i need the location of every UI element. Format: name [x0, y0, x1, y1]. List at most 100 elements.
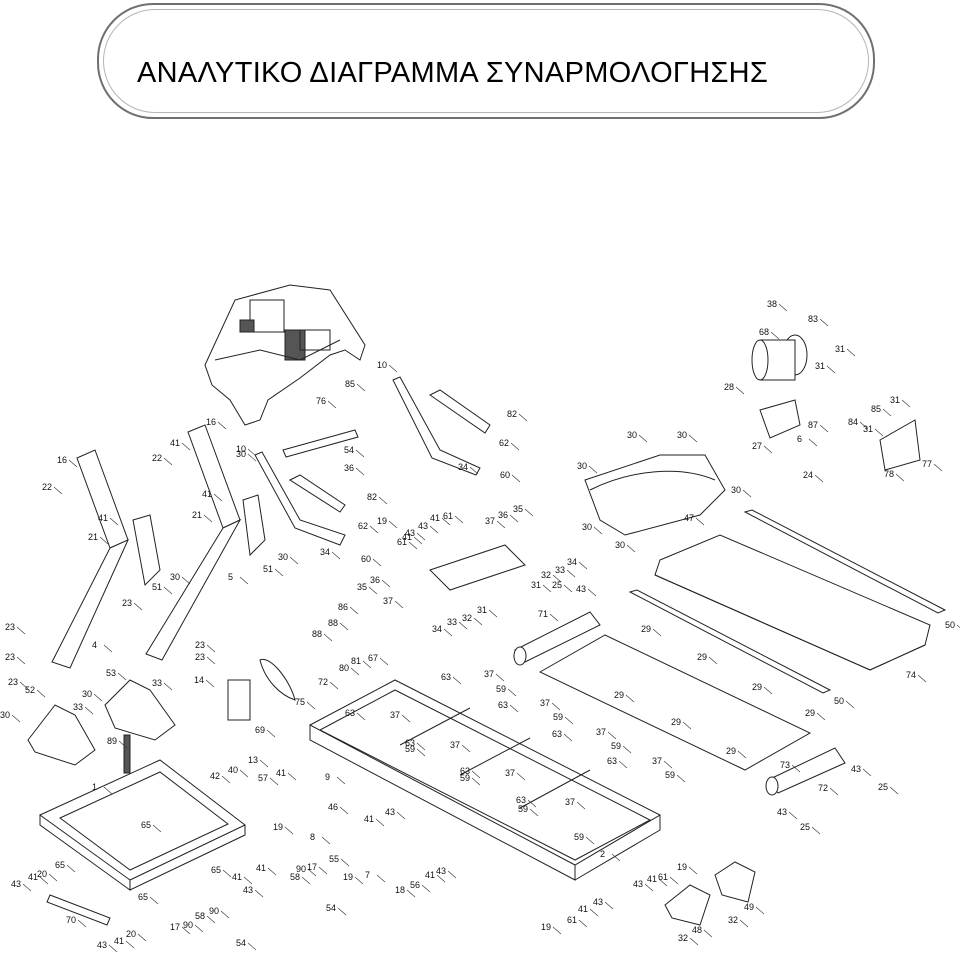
part-number-38: 38	[767, 299, 777, 309]
leader-line	[301, 876, 311, 885]
part-number-76: 76	[316, 396, 326, 406]
part-number-77: 77	[922, 459, 932, 469]
part-number-27: 27	[752, 441, 762, 451]
leader-line	[564, 716, 574, 725]
part-number-69: 69	[255, 725, 265, 735]
upright-tubes	[51, 376, 491, 669]
leader-line	[735, 386, 745, 395]
leader-line	[452, 676, 462, 685]
part-number-49: 49	[744, 902, 754, 912]
leader-line	[266, 729, 276, 738]
part-number-56: 56	[410, 880, 420, 890]
leader-line	[307, 868, 317, 877]
leader-line	[181, 576, 191, 585]
part-number-19: 19	[541, 922, 551, 932]
part-number-89: 89	[107, 736, 117, 746]
leader-line	[518, 413, 528, 422]
leader-line	[194, 924, 204, 933]
leader-line	[339, 622, 349, 631]
leader-line	[117, 672, 127, 681]
part-number-29: 29	[671, 717, 681, 727]
leader-line	[859, 421, 869, 430]
leader-line	[845, 700, 855, 709]
leader-line	[206, 915, 216, 924]
leader-line	[206, 656, 216, 665]
leader-line	[321, 836, 331, 845]
part-number-23: 23	[195, 640, 205, 650]
part-number-36: 36	[498, 510, 508, 520]
part-number-43: 43	[97, 940, 107, 950]
part-number-36: 36	[344, 463, 354, 473]
motor-hood	[584, 454, 726, 536]
part-number-19: 19	[343, 872, 353, 882]
leader-line	[626, 544, 636, 553]
rollers	[513, 611, 846, 796]
leader-line	[274, 568, 284, 577]
leader-line	[372, 558, 382, 567]
leader-line	[552, 574, 562, 583]
leader-line	[509, 514, 519, 523]
part-number-90: 90	[183, 920, 193, 930]
part-number-16: 16	[206, 417, 216, 427]
part-number-65: 65	[138, 892, 148, 902]
part-number-41: 41	[647, 874, 657, 884]
part-number-63: 63	[516, 795, 526, 805]
part-number-57: 57	[258, 773, 268, 783]
part-number-23: 23	[8, 677, 18, 687]
leader-line	[495, 673, 505, 682]
leader-line	[247, 453, 257, 462]
part-number-30: 30	[677, 430, 687, 440]
part-number-61: 61	[443, 511, 453, 521]
leader-line	[763, 686, 773, 695]
leader-line	[152, 824, 162, 833]
part-number-34: 34	[567, 557, 577, 567]
leader-line	[77, 919, 87, 928]
leader-line	[355, 449, 365, 458]
part-number-41: 41	[425, 870, 435, 880]
leader-line	[327, 400, 337, 409]
part-number-41: 41	[364, 814, 374, 824]
part-number-50: 50	[945, 620, 955, 630]
leader-line	[516, 772, 526, 781]
part-number-61: 61	[567, 915, 577, 925]
leader-line	[163, 682, 173, 691]
leader-line	[331, 551, 341, 560]
leader-line	[388, 364, 398, 373]
part-number-68: 68	[759, 327, 769, 337]
leader-line	[846, 348, 856, 357]
leader-line	[378, 496, 388, 505]
part-number-82: 82	[367, 492, 377, 502]
leader-line	[356, 712, 366, 721]
part-number-31: 31	[815, 361, 825, 371]
leader-line	[638, 434, 648, 443]
part-number-43: 43	[633, 879, 643, 889]
leader-line	[895, 473, 905, 482]
part-number-30: 30	[278, 552, 288, 562]
part-number-30: 30	[0, 710, 10, 720]
part-number-25: 25	[878, 782, 888, 792]
leader-line	[874, 428, 884, 437]
belt-and-deck	[628, 509, 947, 694]
part-number-54: 54	[326, 903, 336, 913]
part-number-30: 30	[170, 572, 180, 582]
leader-line	[469, 466, 479, 475]
part-number-37: 37	[484, 669, 494, 679]
part-number-31: 31	[890, 395, 900, 405]
part-number-47: 47	[684, 513, 694, 523]
leader-line	[816, 712, 826, 721]
leader-line	[791, 764, 801, 773]
leader-line	[413, 536, 423, 545]
part-number-25: 25	[800, 822, 810, 832]
leader-line	[318, 866, 328, 875]
part-number-34: 34	[320, 547, 330, 557]
leader-line	[103, 786, 113, 795]
diagram-parts	[27, 284, 947, 926]
part-number-59: 59	[553, 712, 563, 722]
leader-line	[350, 667, 360, 676]
part-number-54: 54	[236, 938, 246, 948]
leader-line	[510, 442, 520, 451]
leader-line	[406, 889, 416, 898]
leader-line	[125, 940, 135, 949]
part-number-35: 35	[513, 504, 523, 514]
leader-line	[488, 609, 498, 618]
